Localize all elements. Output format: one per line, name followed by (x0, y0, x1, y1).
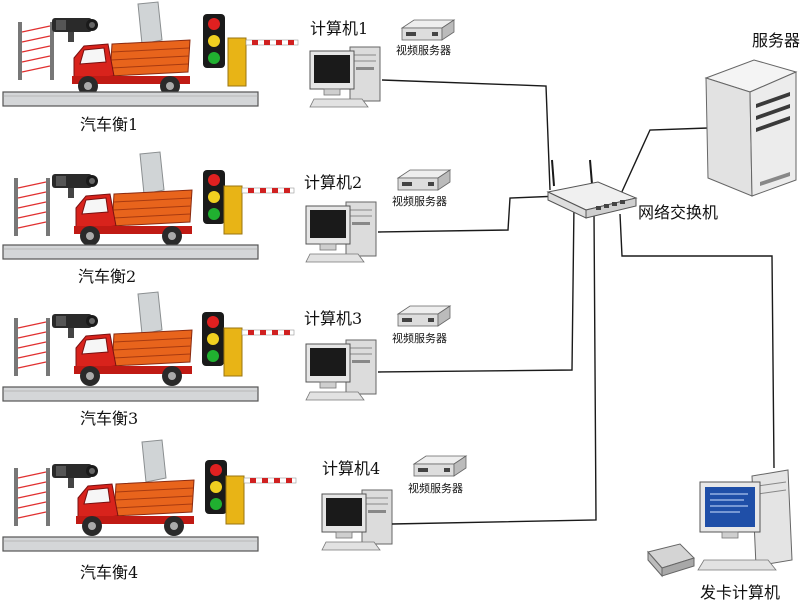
video-server-icon (401, 19, 455, 41)
server-tower-icon (704, 59, 798, 197)
video-server-icon (397, 169, 451, 191)
truck-icon (73, 329, 193, 387)
barrier-gate-icon (227, 37, 299, 87)
server-label: 服务器 (752, 31, 800, 50)
infrared-curtain-icon (13, 467, 51, 527)
card-computer-label: 发卡计算机 (700, 583, 780, 602)
desktop-computer-icon (305, 339, 377, 401)
network-switch-icon (546, 159, 638, 219)
switch-label: 网络交换机 (638, 203, 718, 222)
camera-icon (52, 18, 98, 42)
camera-icon (52, 464, 98, 488)
station-label: 汽车衡2 (78, 267, 136, 286)
camera-icon (52, 314, 98, 338)
barrier-gate-icon (223, 327, 295, 377)
scale-platform (2, 244, 259, 260)
station-row-2: 汽车衡2 计算机2 视频服务器 (2, 151, 451, 286)
infrared-curtain-icon (13, 177, 51, 237)
truck-icon (71, 39, 191, 97)
station-row-3: 汽车衡3 计算机3 视频服务器 (2, 291, 451, 428)
camera-icon (52, 174, 98, 198)
station-label: 汽车衡1 (80, 115, 138, 134)
video-server-icon (397, 305, 451, 327)
station-row-4: 汽车衡4 计算机4 视频服务器 (2, 439, 467, 582)
card-computer-icon (697, 469, 793, 571)
truck-icon (75, 479, 195, 537)
cable-computer-2 (377, 195, 561, 233)
desktop-computer-icon (309, 46, 381, 108)
truck-icon (73, 189, 193, 247)
traffic-light-icon (202, 312, 224, 366)
cable-server (619, 127, 709, 197)
station-row-1: 汽车衡1 计算机1 视频服务器 (2, 1, 455, 134)
desktop-computer-icon (321, 489, 393, 551)
video-server-label: 视频服务器 (392, 331, 447, 345)
network-cables (377, 79, 775, 525)
infrared-curtain-icon (13, 317, 51, 377)
card-reader-icon (647, 543, 695, 578)
traffic-light-icon (203, 170, 225, 224)
traffic-light-icon (205, 460, 227, 514)
computer-label: 计算机4 (322, 459, 380, 478)
station-label: 汽车衡3 (80, 409, 138, 428)
desktop-computer-icon (305, 201, 377, 263)
cable-computer-4 (391, 211, 597, 525)
scale-platform (2, 386, 259, 402)
infrared-curtain-icon (17, 21, 55, 81)
video-server-icon (413, 455, 467, 477)
barrier-gate-icon (223, 185, 295, 235)
video-server-label: 视频服务器 (396, 43, 451, 57)
scale-platform (2, 536, 259, 552)
station-label: 汽车衡4 (80, 563, 138, 582)
cable-computer-3 (377, 203, 575, 373)
scale-platform (2, 91, 259, 107)
cable-computer-1 (381, 79, 551, 191)
video-server-label: 视频服务器 (408, 481, 463, 495)
computer-label: 计算机2 (304, 173, 362, 192)
traffic-light-icon (203, 14, 225, 68)
barrier-gate-icon (225, 475, 297, 525)
video-server-label: 视频服务器 (392, 194, 447, 208)
cable-card-computer (619, 213, 775, 469)
computer-label: 计算机3 (304, 309, 362, 328)
computer-label: 计算机1 (310, 19, 368, 38)
